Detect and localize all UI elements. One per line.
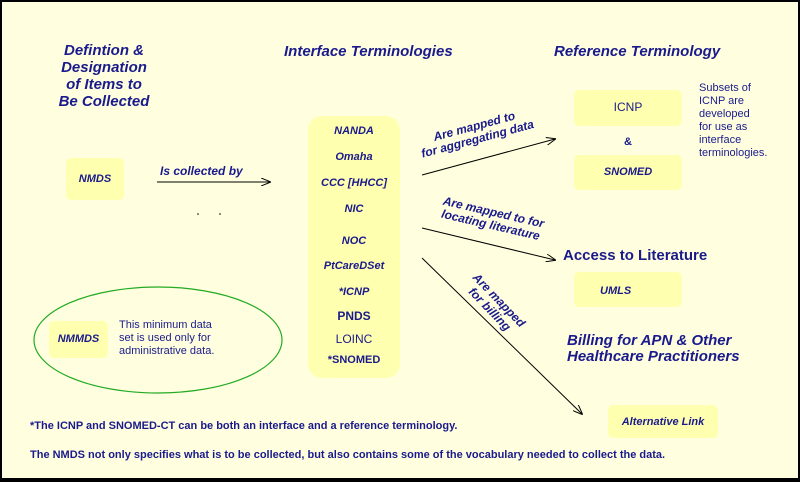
subsets-line-6: terminologies. (699, 147, 768, 159)
term-loinc: LOINC (335, 332, 373, 346)
icnp-label: ICNP (613, 100, 643, 114)
nmmds-note-line-1: This minimum data (119, 319, 212, 331)
ampersand-label: & (624, 136, 632, 148)
definition-heading: Defintion & Designation of Items to Be C… (50, 42, 158, 110)
umls-label: UMLS (600, 285, 632, 297)
dot-mark (197, 213, 199, 215)
interface-heading: Interface Terminologies (284, 43, 453, 60)
subsets-line-4: for use as (699, 121, 748, 133)
alternative-link-label: Alternative Link (621, 416, 705, 428)
definition-line-1: Defintion & (64, 42, 144, 59)
definition-line-3: of Items to (66, 76, 142, 93)
reference-heading: Reference Terminology (554, 43, 721, 60)
billing-line-2: Healthcare Practitioners (567, 348, 740, 365)
subsets-line-1: Subsets of (699, 82, 751, 94)
term-ccc: CCC [HHCC] (321, 177, 387, 189)
collected-by-label: Is collected by (160, 164, 243, 178)
dot-mark (219, 213, 221, 215)
icnp-box (574, 90, 682, 126)
term-noc: NOC (341, 235, 367, 247)
nmmds-note-line-3: administrative data. (119, 345, 215, 357)
subsets-line-5: interface (699, 134, 742, 146)
nmmds-ellipse (33, 286, 283, 394)
nmmds-note: This minimum data set is used only for a… (119, 319, 214, 358)
subsets-line-3: developed (699, 108, 750, 120)
billing-line-1: Billing for APN & Other (567, 332, 732, 349)
nmmds-label: NMMDS (57, 333, 100, 345)
snomed-label: SNOMED (603, 166, 653, 178)
umls-box (574, 272, 682, 307)
interface-terms-box (308, 116, 400, 378)
term-nanda: NANDA (334, 125, 374, 137)
nmds-label: NMDS (78, 173, 112, 185)
term-icnp: *ICNP (338, 286, 370, 298)
access-literature-heading: Access to Literature (563, 247, 708, 264)
footnote-icnp-snomed: *The ICNP and SNOMED-CT can be both an i… (30, 420, 458, 432)
term-pnds: PNDS (337, 309, 371, 323)
term-omaha: Omaha (335, 151, 373, 163)
alternative-link-box (608, 405, 718, 438)
term-nic: NIC (344, 203, 364, 215)
definition-line-4: Be Collected (58, 93, 150, 110)
footnote-nmds: The NMDS not only specifies what is to b… (30, 449, 666, 461)
arrow-to-literature (421, 227, 555, 260)
nmds-box (66, 158, 124, 200)
arrow-to-reference (421, 139, 555, 176)
term-snomed: *SNOMED (327, 354, 381, 366)
definition-line-2: Designation (61, 59, 147, 76)
arrow-to-billing (421, 257, 582, 414)
nmmds-box (49, 321, 108, 358)
subsets-note: Subsets of ICNP are developed for use as… (699, 82, 767, 160)
nmmds-note-line-2: set is used only for (119, 332, 211, 344)
billing-heading: Billing for APN & Other Healthcare Pract… (567, 333, 740, 365)
term-ptcaredset: PtCareDSet (323, 260, 385, 272)
snomed-box (574, 155, 682, 190)
subsets-line-2: ICNP are (699, 95, 745, 107)
